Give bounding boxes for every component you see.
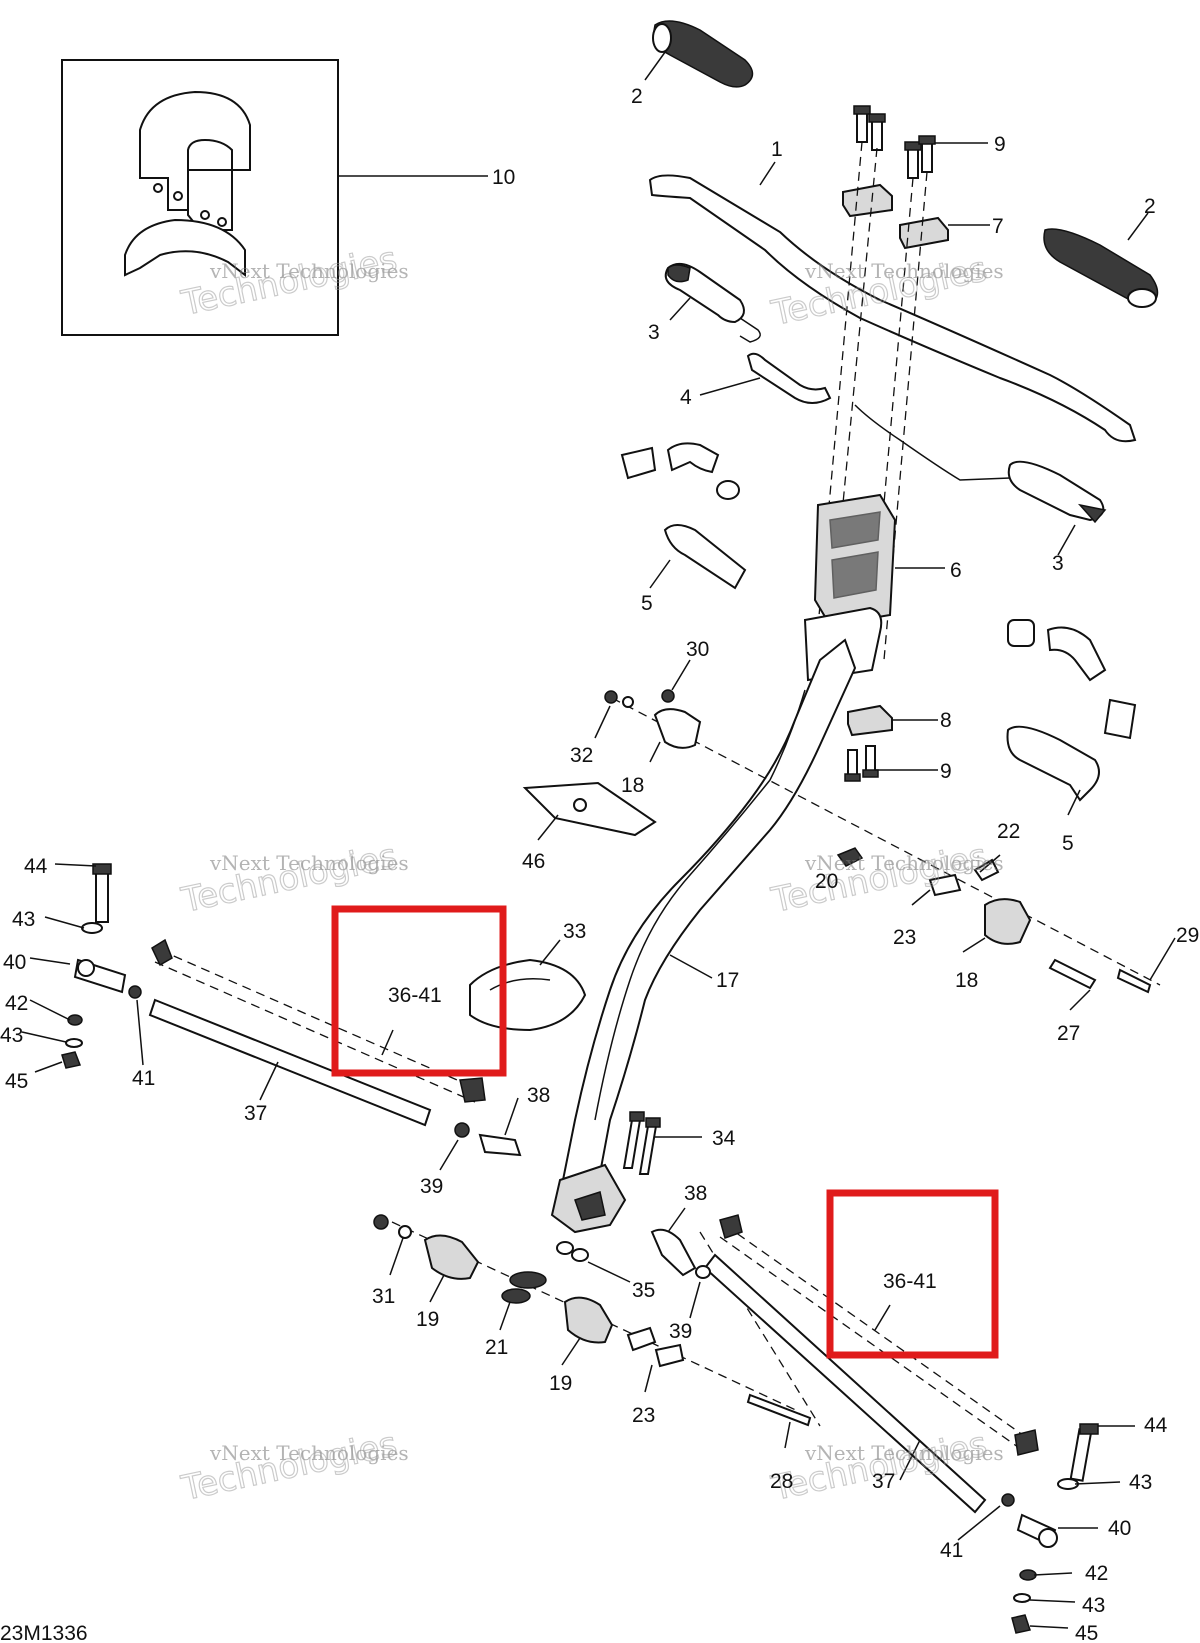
steering-column — [550, 638, 857, 1234]
inset-box-part-10 — [61, 59, 488, 336]
grip-right — [1043, 228, 1159, 308]
svg-text:vNext Technologies: vNext Technologies — [209, 851, 409, 875]
highlight-box-right — [826, 1189, 999, 1359]
callout-18: 18 — [621, 774, 644, 797]
cover — [469, 939, 587, 1032]
callout-23: 23 — [893, 926, 916, 949]
leader-lines — [644, 47, 1149, 241]
callout-3: 3 — [648, 321, 660, 344]
clamp-upper — [842, 183, 990, 250]
callout-44: 44 — [24, 855, 48, 878]
callout-43: 43 — [12, 908, 35, 931]
svg-text:vNext Technologies: vNext Technologies — [209, 1441, 409, 1465]
handguard-right — [1007, 460, 1107, 556]
tie-rod-right — [650, 1207, 1039, 1514]
callout-labels: 1 2 2 3 3 4 5 5 6 7 8 9 9 10 17 18 18 19… — [0, 85, 1199, 1643]
callout-2: 2 — [1144, 195, 1156, 218]
callout-17: 17 — [716, 969, 739, 992]
diagram-code: 23M1336 — [0, 1622, 88, 1643]
callout-22: 22 — [997, 820, 1020, 843]
riser — [803, 493, 945, 682]
tie-rod-end-left — [21, 863, 144, 1073]
bolts-upper — [853, 105, 988, 179]
svg-text:Technologies: Technologies — [768, 836, 991, 921]
callout-36-41: 36-41 — [883, 1270, 937, 1293]
callout-36-41: 36-41 — [388, 984, 442, 1007]
callout-5: 5 — [641, 592, 653, 615]
cable — [854, 404, 1011, 481]
callout-41: 41 — [132, 1067, 155, 1090]
bushing-assembly-lower — [373, 1214, 812, 1449]
callout-23: 23 — [632, 1404, 655, 1427]
callout-9: 9 — [940, 760, 952, 783]
callout-28: 28 — [770, 1470, 793, 1493]
callout-18: 18 — [955, 969, 978, 992]
callout-8: 8 — [940, 709, 952, 732]
callout-21: 21 — [485, 1336, 508, 1359]
callout-27: 27 — [1057, 1022, 1080, 1045]
callout-35: 35 — [632, 1279, 655, 1302]
tie-rod-end-right — [957, 1423, 1135, 1634]
column-bolts — [622, 1111, 702, 1175]
bushing-assembly-right — [836, 847, 1176, 1011]
svg-text:vNext Technologies: vNext Technologies — [804, 851, 1004, 875]
callout-45: 45 — [5, 1070, 28, 1093]
svg-text:vNext Technologies: vNext Technologies — [804, 259, 1004, 283]
callout-37: 37 — [244, 1102, 267, 1125]
handlebar — [648, 174, 1137, 443]
callout-10: 10 — [492, 166, 515, 189]
callout-42: 42 — [5, 992, 28, 1015]
callout-20: 20 — [815, 870, 838, 893]
callout-33: 33 — [563, 920, 586, 943]
callout-39: 39 — [669, 1320, 692, 1343]
handguard-left — [664, 262, 832, 404]
callout-4: 4 — [680, 386, 692, 409]
callout-41: 41 — [940, 1539, 963, 1562]
callout-5: 5 — [1062, 832, 1074, 855]
plate — [522, 781, 657, 841]
bushing-assembly-upper — [594, 659, 702, 763]
callout-37: 37 — [872, 1470, 895, 1493]
elbow-pieces — [620, 442, 1137, 816]
callout-39: 39 — [420, 1175, 443, 1198]
callout-44: 44 — [1144, 1414, 1168, 1437]
callout-30: 30 — [686, 638, 709, 661]
svg-text:vNext Technologies: vNext Technologies — [804, 1441, 1004, 1465]
callout-19: 19 — [549, 1372, 572, 1395]
callout-45: 45 — [1075, 1622, 1098, 1643]
callout-46: 46 — [522, 850, 545, 873]
callout-40: 40 — [1108, 1517, 1131, 1540]
callout-42: 42 — [1085, 1562, 1108, 1585]
clamp-lower — [844, 704, 938, 782]
callout-43: 43 — [0, 1024, 23, 1047]
callout-43: 43 — [1082, 1594, 1105, 1617]
callout-19: 19 — [416, 1308, 439, 1331]
callout-32: 32 — [570, 744, 593, 767]
callout-3: 3 — [1052, 552, 1064, 575]
callout-29: 29 — [1176, 924, 1199, 947]
svg-text:vNext Technologies: vNext Technologies — [209, 259, 409, 283]
callout-34: 34 — [712, 1127, 736, 1150]
callout-7: 7 — [992, 215, 1004, 238]
callout-31: 31 — [372, 1285, 395, 1308]
spacer — [556, 1241, 631, 1283]
callout-40: 40 — [3, 951, 26, 974]
callout-6: 6 — [950, 559, 962, 582]
callout-2: 2 — [631, 85, 643, 108]
svg-text:Technologies: Technologies — [178, 1424, 401, 1509]
callout-38: 38 — [684, 1182, 707, 1205]
callout-9: 9 — [994, 133, 1006, 156]
callout-43: 43 — [1129, 1471, 1152, 1494]
callout-38: 38 — [527, 1084, 550, 1107]
grip-left — [652, 20, 754, 88]
callout-1: 1 — [771, 138, 783, 161]
highlight-box-left — [331, 905, 507, 1077]
